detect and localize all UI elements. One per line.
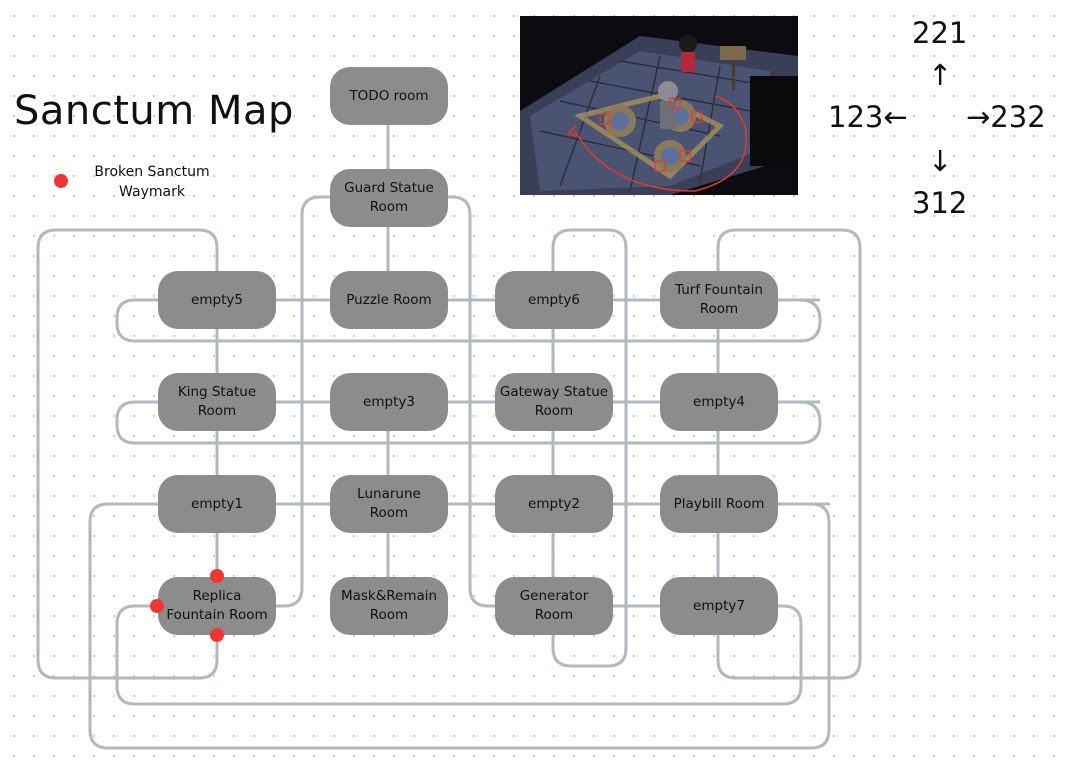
game-screenshot	[520, 16, 798, 195]
game-scene-illustration	[520, 16, 798, 195]
broken-waymark-top	[210, 569, 224, 583]
broken-waymark-bottom	[210, 628, 224, 642]
room-empty3: empty3	[330, 373, 448, 431]
up-arrow-icon: ↑	[928, 58, 953, 92]
room-todo: TODO room	[330, 67, 448, 125]
down-arrow-icon: ↓	[928, 144, 953, 178]
direction-up-value: 221	[912, 16, 968, 50]
room-empty2: empty2	[495, 475, 613, 533]
waymark-legend-dot	[54, 174, 68, 188]
room-empty7: empty7	[660, 577, 778, 635]
direction-left-value: 123←	[828, 100, 908, 134]
room-empty6: empty6	[495, 271, 613, 329]
direction-down-value: 312	[912, 186, 968, 220]
direction-right-value: →232	[966, 100, 1046, 134]
room-empty4: empty4	[660, 373, 778, 431]
room-empty5: empty5	[158, 271, 276, 329]
legend-label: Broken Sanctum Waymark	[94, 164, 210, 200]
room-empty1: empty1	[158, 475, 276, 533]
broken-waymark-left	[150, 599, 164, 613]
room-puzzle: Puzzle Room	[330, 271, 448, 329]
page-title: Sanctum Map	[14, 88, 294, 134]
room-playbill: Playbill Room	[660, 475, 778, 533]
